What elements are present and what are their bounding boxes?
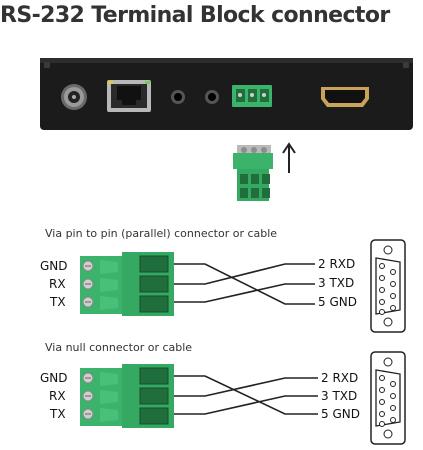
hdmi-port-icon [321,87,369,107]
terminal-block-port-icon [232,85,272,107]
pin-label-tx: TX [50,407,66,421]
db9-pin-label-gnd: 5 GND [321,407,360,421]
ethernet-port-icon [107,80,151,112]
pin-label-tx: TX [50,295,66,309]
section-label-null: Via null connector or cable [45,341,193,354]
pin-label-gnd: GND [40,259,68,273]
pin-label-rx: RX [49,389,66,403]
db9-pin-label-gnd: 5 GND [318,295,357,309]
db9-connector-icon [370,239,406,333]
db9-connector-icon [370,351,406,445]
pin-label-gnd: GND [40,371,68,385]
audio-jack-icon [205,90,219,104]
dc-power-jack-icon [61,84,87,110]
wires [174,263,315,305]
db9-pin-label-txd: 3 TXD [321,389,358,403]
db9-pin-label-txd: 3 TXD [318,276,355,290]
db9-pin-label-rxd: 2 RXD [321,371,359,385]
terminal-connector-icon [80,252,174,316]
db9-pin-label-rxd: 2 RXD [318,257,356,271]
page-title: RS-232 Terminal Block connector [0,3,390,28]
terminal-block-plug [233,145,273,201]
pin-label-rx: RX [49,277,66,291]
wires [174,375,318,415]
parallel-wiring-diagram [80,239,406,333]
device-front-panel [40,58,413,130]
audio-jack-icon [171,90,185,104]
up-arrow-icon [282,142,296,173]
null-wiring-diagram [80,351,406,445]
terminal-connector-icon [80,364,174,428]
section-label-parallel: Via pin to pin (parallel) connector or c… [45,227,278,240]
